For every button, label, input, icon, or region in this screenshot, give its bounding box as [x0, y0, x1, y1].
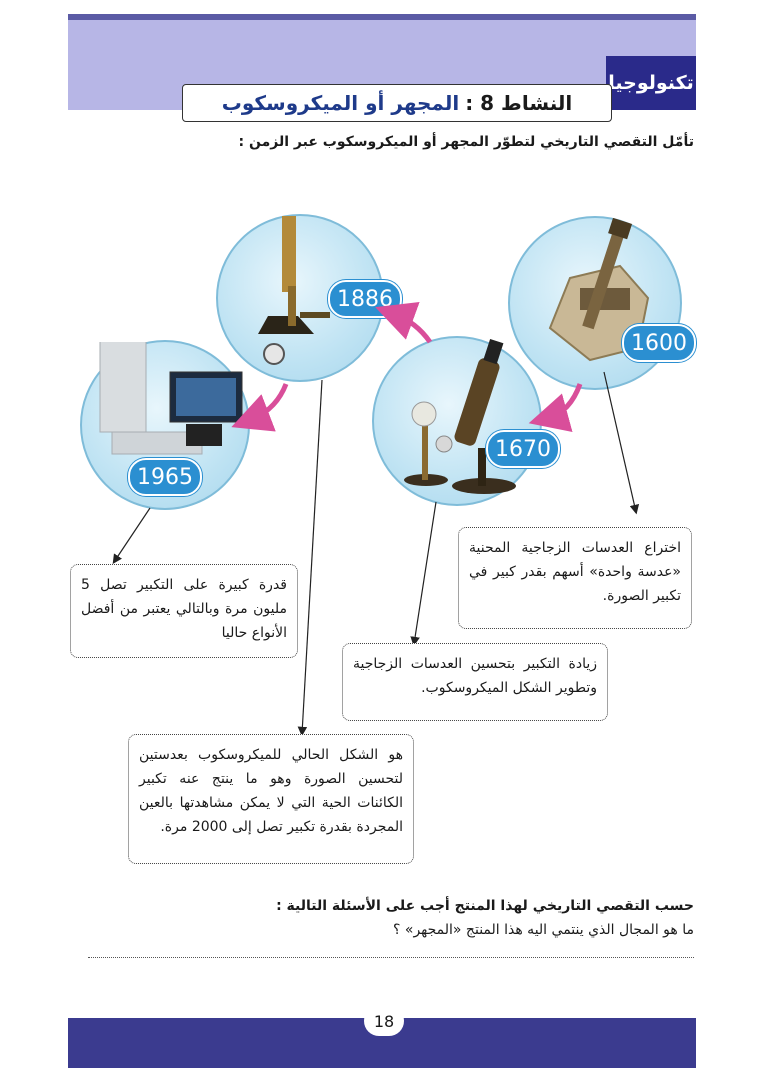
year-badge-1600: 1600 — [622, 324, 696, 362]
year-badge-1670: 1670 — [486, 430, 560, 468]
microscope-1670-icon — [404, 338, 516, 494]
activity-title: المجهر أو الميكروسكوب — [221, 91, 460, 115]
header-top-line — [68, 14, 696, 20]
answer-line[interactable] — [88, 957, 694, 958]
pointer-1600 — [603, 371, 640, 515]
arrow-1670-to-1886 — [375, 302, 433, 344]
activity-title-box: النشاط 8 : المجهر أو الميكروسكوب — [182, 84, 612, 122]
note-1886: هو الشكل الحالي للميكروسكوب بعدستين لتحس… — [128, 734, 414, 864]
page-number: 18 — [364, 1006, 404, 1036]
year-badge-1965: 1965 — [128, 458, 202, 496]
activity-label: النشاط 8 : — [465, 91, 573, 115]
instruction-text: تأمّل التقصي التاريخي لتطوّر المجهر أو ا… — [238, 134, 694, 150]
note-1600: اختراع العدسات الزجاجية المحنية «عدسة وا… — [458, 527, 692, 629]
note-1965: قدرة كبيرة على التكبير تصل 5 مليون مرة و… — [70, 564, 298, 658]
pointer-1670 — [410, 501, 437, 647]
note-1670: زيادة التكبير بتحسين العدسات الزجاجية وت… — [342, 643, 608, 721]
pointer-1965 — [112, 507, 151, 564]
arrow-1600-to-1670 — [528, 383, 583, 433]
circle-1670 — [372, 336, 542, 506]
question-1: ما هو المجال الذي ينتمي اليه هذا المنتج … — [393, 922, 694, 938]
pointer-1886 — [297, 379, 323, 737]
subject-label: تكنولوجيا — [608, 72, 694, 94]
questions-title: حسب التقصي التاريخي لهذا المنتج أجب على … — [276, 898, 694, 914]
arrow-1886-to-1965 — [231, 383, 289, 432]
subject-tab: تكنولوجيا — [606, 56, 696, 110]
